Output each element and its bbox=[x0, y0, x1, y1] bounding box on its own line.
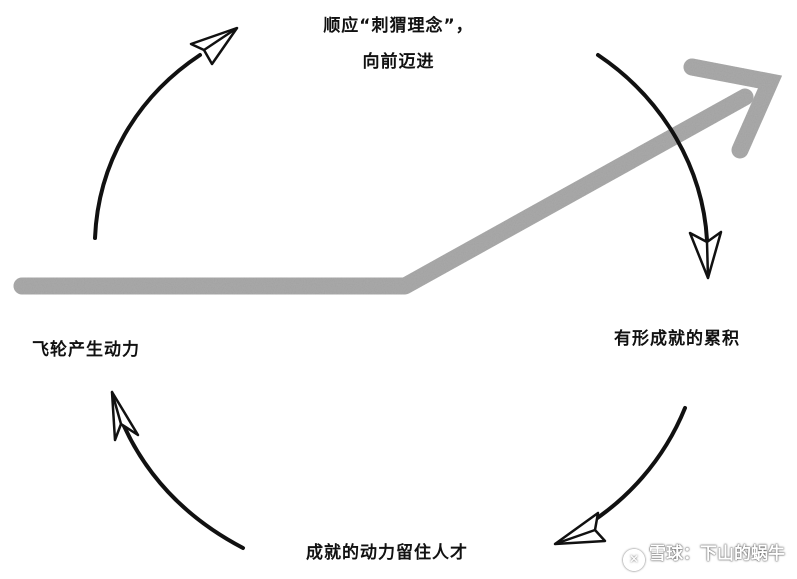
momentum-arrow-head bbox=[683, 58, 783, 159]
snowball-logo-icon: ✕ bbox=[623, 549, 645, 571]
arrowhead-right-icon bbox=[688, 230, 723, 280]
arrowhead-bottom-right-icon bbox=[553, 511, 607, 546]
arc-top-left bbox=[93, 53, 202, 240]
stage-label-top: 顺应“刺猬理念”， 向前迈进 bbox=[0, 8, 797, 80]
watermark-text: 雪球：下山的蜗牛 bbox=[649, 544, 785, 564]
stage-label-top-line1: 顺应“刺猬理念”， bbox=[323, 16, 474, 36]
arc-top-right bbox=[596, 53, 709, 242]
arrowhead-left-icon bbox=[110, 390, 140, 442]
stage-label-left: 飞轮产生动力 bbox=[32, 340, 140, 360]
momentum-arrow bbox=[13, 58, 783, 295]
momentum-arrow-shaft bbox=[13, 88, 754, 295]
stage-label-top-line2: 向前迈进 bbox=[362, 52, 435, 72]
arc-bottom-right bbox=[585, 406, 687, 527]
watermark: ✕雪球：下山的蜗牛 bbox=[623, 539, 785, 571]
arc-bottom-left bbox=[116, 410, 245, 550]
arrowhead-top-left-icon bbox=[189, 26, 239, 66]
cycle-arrowheads bbox=[110, 26, 723, 546]
stage-label-right: 有形成就的累积 bbox=[614, 329, 740, 349]
cycle-arcs bbox=[93, 53, 709, 550]
stage-label-bottom: 成就的动力留住人才 bbox=[306, 543, 468, 563]
